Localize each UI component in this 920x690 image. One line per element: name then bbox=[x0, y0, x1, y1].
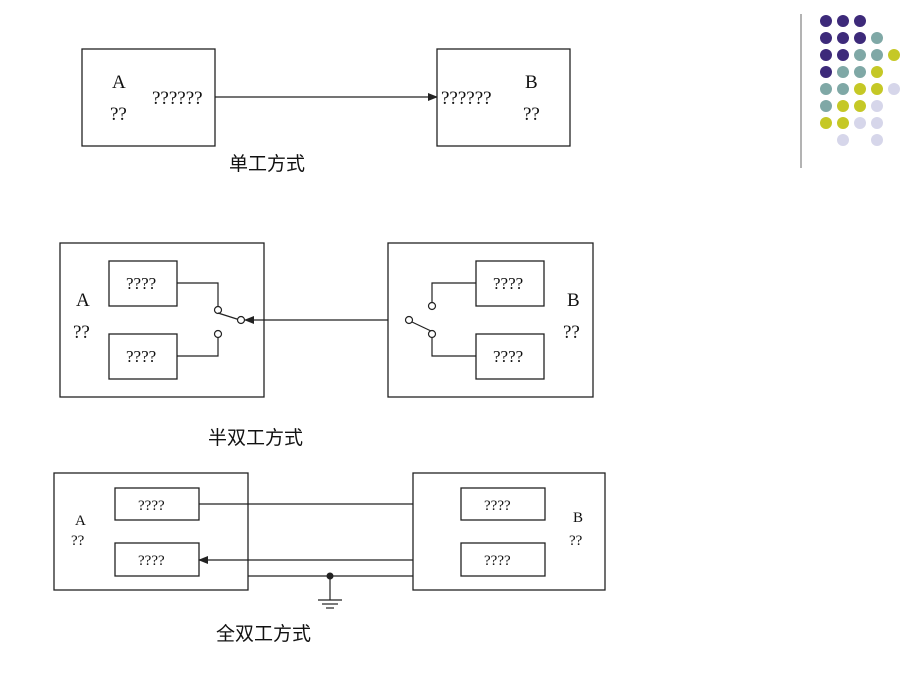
station-a-bottom-device-label: ???? bbox=[126, 347, 156, 366]
station-b-box bbox=[436, 48, 571, 147]
switch-a-wire-bottom bbox=[177, 338, 219, 357]
station-b-bottom-device bbox=[460, 542, 546, 577]
station-a-bottom-device bbox=[114, 542, 200, 577]
station-b-letter: B bbox=[573, 510, 583, 526]
station-b-sub: ?? bbox=[523, 104, 540, 125]
station-a-box bbox=[81, 48, 216, 147]
station-a-top-device bbox=[114, 487, 200, 521]
decor-dot bbox=[820, 15, 832, 27]
decor-dot bbox=[820, 117, 832, 129]
ground-icon bbox=[318, 599, 342, 609]
decor-dot bbox=[871, 49, 883, 61]
station-a-letter: A bbox=[75, 513, 86, 529]
station-b-device: ?????? bbox=[441, 88, 492, 109]
decor-dot bbox=[820, 66, 832, 78]
station-a-sub: ?? bbox=[110, 104, 127, 125]
decor-dot bbox=[837, 117, 849, 129]
decor-dot bbox=[854, 83, 866, 95]
station-b-top-device bbox=[475, 260, 545, 307]
decor-dot bbox=[837, 49, 849, 61]
station-b-letter: B bbox=[525, 72, 538, 93]
station-a-bottom-device-label: ???? bbox=[138, 553, 165, 569]
decor-dot bbox=[871, 66, 883, 78]
decor-dot bbox=[854, 32, 866, 44]
station-b-bottom-device-label: ???? bbox=[484, 553, 511, 569]
station-b-sub: ?? bbox=[569, 533, 583, 549]
decor-dot bbox=[871, 83, 883, 95]
station-a-letter: A bbox=[76, 290, 90, 311]
station-a-top-device-label: ???? bbox=[126, 274, 156, 293]
switch-a-contact-top bbox=[213, 305, 223, 315]
decor-dot bbox=[871, 100, 883, 112]
switch-b-contact-bottom bbox=[427, 329, 437, 339]
station-a-sub: ?? bbox=[71, 533, 85, 549]
station-b-top-device bbox=[460, 487, 546, 521]
full-duplex-section: A ?? ???? ???? ???? ???? B ?? 全双工方式 bbox=[53, 472, 606, 645]
station-b-top-device-label: ???? bbox=[484, 498, 511, 514]
switch-b-pivot bbox=[404, 315, 414, 325]
decor-dot bbox=[837, 100, 849, 112]
decorative-dot-grid bbox=[820, 15, 900, 146]
station-b-letter: B bbox=[567, 290, 580, 311]
station-a-top-device-label: ???? bbox=[138, 498, 165, 514]
station-b-bottom-device bbox=[475, 333, 545, 380]
decor-dot bbox=[888, 83, 900, 95]
decor-dot bbox=[837, 83, 849, 95]
decor-dot bbox=[888, 49, 900, 61]
decor-dot bbox=[820, 49, 832, 61]
decor-dot bbox=[837, 134, 849, 146]
switch-b-blade bbox=[411, 321, 432, 332]
station-b-bottom-device-label: ???? bbox=[493, 347, 523, 366]
half-duplex-section: A ?? ???? ???? ???? ???? B ?? 半双工方式 bbox=[59, 242, 594, 449]
decor-dot bbox=[854, 49, 866, 61]
decor-dot bbox=[871, 134, 883, 146]
switch-b-contact-top bbox=[427, 301, 437, 311]
decor-dot bbox=[837, 32, 849, 44]
switch-a-blade bbox=[217, 312, 241, 321]
full-duplex-caption: 全双工方式 bbox=[216, 623, 311, 645]
station-a-letter: A bbox=[112, 72, 126, 93]
station-b-sub: ?? bbox=[563, 322, 580, 343]
decor-dot bbox=[854, 100, 866, 112]
station-a-top-device bbox=[108, 260, 178, 307]
decor-dot bbox=[837, 15, 849, 27]
decor-dot bbox=[854, 117, 866, 129]
station-a-sub: ?? bbox=[73, 322, 90, 343]
decor-dot bbox=[854, 66, 866, 78]
decor-dot bbox=[820, 32, 832, 44]
half-duplex-caption: 半双工方式 bbox=[208, 427, 303, 449]
decor-dot bbox=[871, 32, 883, 44]
switch-b-wire-top bbox=[431, 282, 476, 302]
station-a-device: ?????? bbox=[152, 88, 203, 109]
switch-b-wire-bottom bbox=[431, 338, 476, 357]
switch-a-wire-top bbox=[177, 282, 219, 306]
decor-dot bbox=[837, 66, 849, 78]
decor-dot bbox=[820, 83, 832, 95]
decor-dot bbox=[820, 100, 832, 112]
switch-a-contact-bottom bbox=[213, 329, 223, 339]
switch-a-pivot bbox=[236, 315, 246, 325]
decor-dot bbox=[854, 15, 866, 27]
decor-dot bbox=[871, 117, 883, 129]
simplex-caption: 单工方式 bbox=[229, 153, 305, 175]
simplex-section: A ?? ?????? ?????? B ?? 单工方式 bbox=[81, 48, 571, 175]
station-b-top-device-label: ???? bbox=[493, 274, 523, 293]
